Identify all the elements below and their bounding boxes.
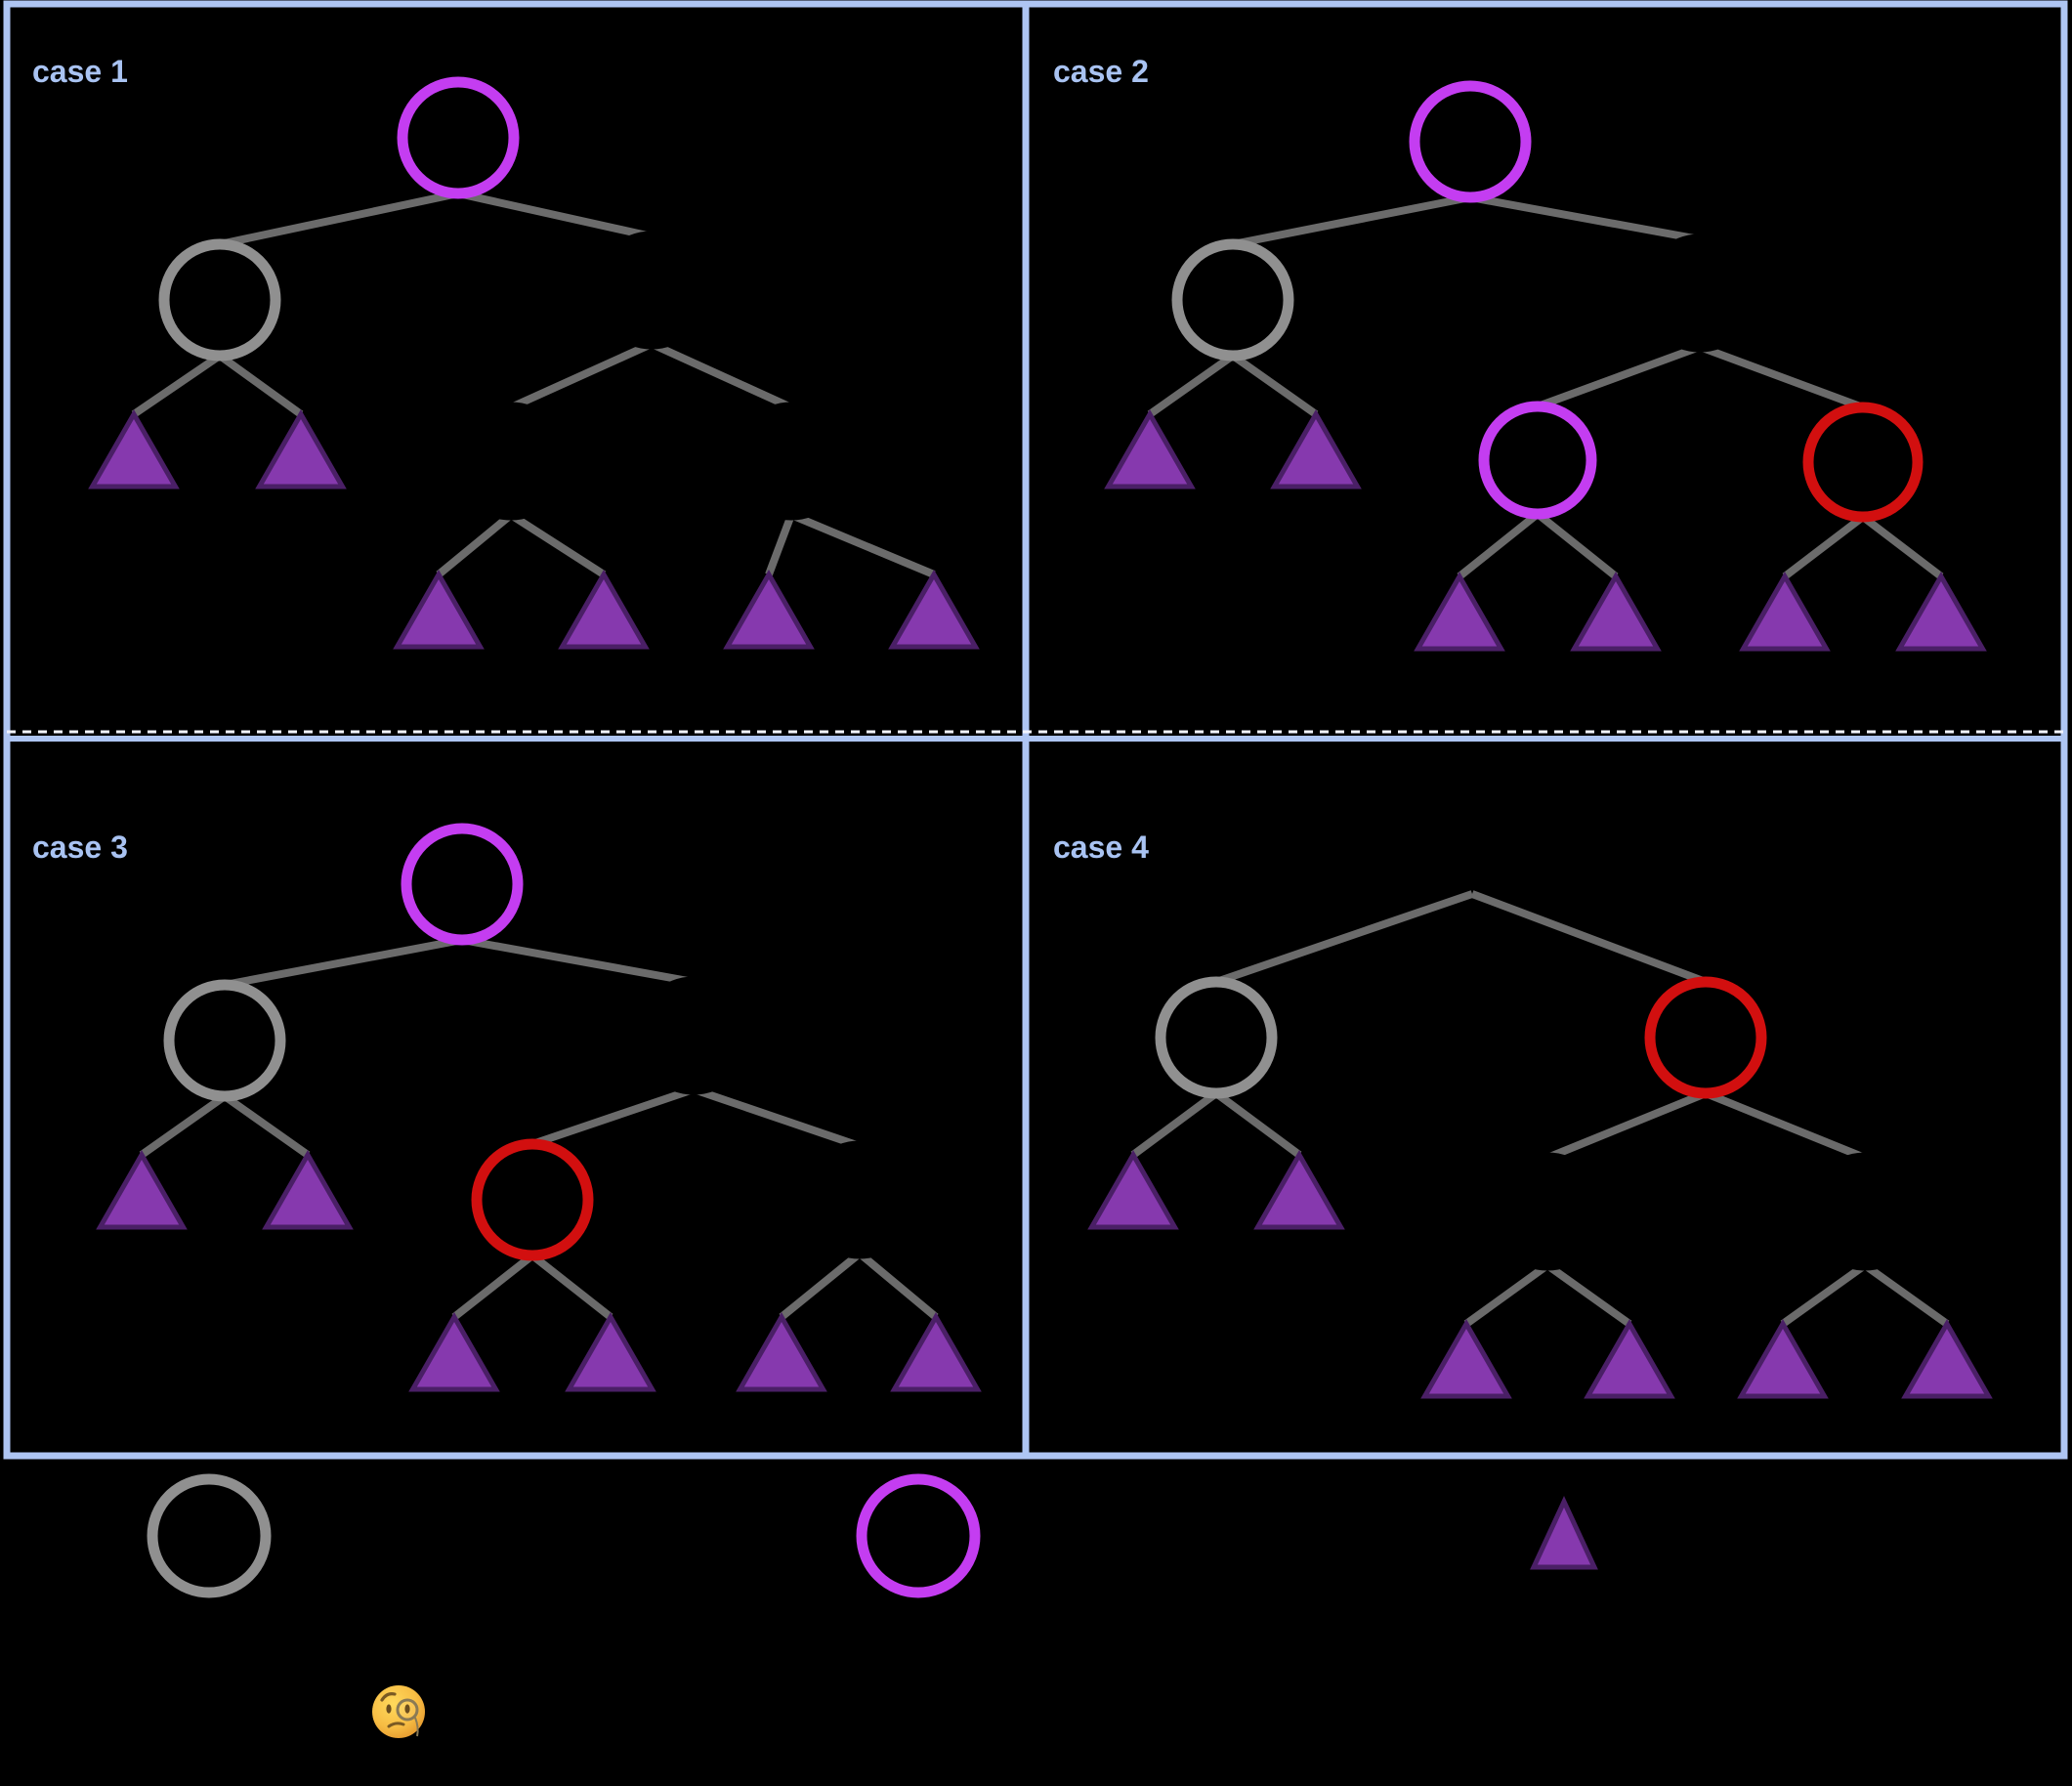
case-4-edge-red-child-hidden-right — [1704, 1089, 1867, 1162]
case-2-edge-hidden-right-violet-child — [1536, 343, 1702, 410]
case-3-edge-root-sibling — [224, 936, 463, 989]
case-3-edge-red-child-t3 — [451, 1252, 535, 1321]
case-2-node-red-child — [1802, 402, 1924, 523]
case-4-node-red-child — [1644, 976, 1767, 1099]
case-4-edge-hidden-left-t4 — [1544, 1261, 1632, 1328]
case-1-edge-hidden-left-child-t4 — [508, 511, 607, 578]
case-1-edge-sibling-t1 — [131, 352, 223, 418]
case-1-edge-hidden-left-child-t3 — [436, 511, 514, 578]
case-2-edge-red-child-t6 — [1860, 513, 1944, 580]
case-1-node-hidden-right-child — [732, 402, 851, 521]
case-1-node-root — [397, 76, 520, 199]
case-3-edge-root-hidden-right — [461, 936, 695, 986]
case-2-edge-sibling-t2 — [1230, 352, 1319, 418]
case-2-subtree-t5 — [1739, 571, 1831, 652]
case-1-label: case 1 — [32, 54, 128, 89]
case-2-panel: case 2 — [1053, 54, 1944, 580]
case-1-node-hidden-left-child — [451, 402, 571, 521]
case-4-edge-sibling-t1 — [1130, 1089, 1219, 1159]
case-2-label: case 2 — [1053, 54, 1149, 89]
case-3-edge-hidden-grandchild-t6 — [857, 1250, 939, 1321]
case-2-edge-violet-child-t3 — [1457, 510, 1541, 580]
case-4-node-sibling — [1155, 976, 1278, 1099]
case-3-edge-hidden-right-red-child — [530, 1085, 696, 1148]
case-1-subtree-t2 — [255, 408, 347, 489]
case-4-subtree-t6 — [1901, 1318, 1993, 1399]
legend-gray-circle — [147, 1473, 272, 1598]
case-4-edge-root-sibling — [1214, 890, 1474, 986]
case-1-edge-hidden-right-child-t5 — [765, 513, 795, 576]
case-2-subtree-t4 — [1570, 571, 1662, 652]
case-4-edge-hidden-right-t5 — [1780, 1261, 1868, 1328]
case-3-edge-sibling-t1 — [139, 1092, 228, 1159]
case-2-subtree-t6 — [1895, 571, 1987, 652]
case-3-label: case 3 — [32, 829, 128, 865]
case-4-panel: case 4 — [1053, 829, 1950, 1328]
case-2-edge-sibling-t1 — [1147, 352, 1236, 418]
case-2-subtree-t1 — [1104, 408, 1196, 489]
case-3-edge-sibling-t2 — [222, 1092, 311, 1159]
case-1-edge-root-hidden-right — [457, 190, 653, 240]
case-3-node-red-child — [471, 1138, 594, 1261]
case-3-node-sibling — [163, 979, 286, 1102]
case-1-node-sibling — [158, 238, 281, 361]
case-4-subtree-t3 — [1420, 1318, 1512, 1399]
case-1-subtree-t3 — [393, 569, 485, 650]
case-1-subtree-t1 — [88, 408, 180, 489]
case-1-subtree-t6 — [888, 569, 980, 650]
case-3-panel: case 3 — [32, 829, 939, 1321]
case-3-node-hidden-grandchild — [800, 1140, 919, 1259]
case-1-panel: case 1 — [32, 54, 936, 578]
case-2-node-hidden-right — [1640, 234, 1759, 353]
case-3-node-hidden-right — [634, 976, 753, 1095]
case-4-subtree-t2 — [1253, 1149, 1345, 1230]
case-3-edge-red-child-t4 — [529, 1252, 613, 1321]
case-1-subtree-t4 — [558, 569, 650, 650]
case-1-edge-hidden-right-hidden-left-child — [509, 340, 654, 411]
case-2-edge-root-sibling — [1232, 193, 1471, 248]
case-2-edge-red-child-t5 — [1782, 513, 1866, 580]
monocle-face-emoji — [372, 1685, 425, 1738]
legend-purple-triangle — [1530, 1496, 1598, 1570]
case-1-edge-hidden-right-child-t6 — [789, 511, 936, 578]
case-3-edge-hidden-right-hidden-grandchild — [692, 1085, 862, 1150]
case-3-subtree-t6 — [890, 1311, 982, 1392]
case-2-subtree-t3 — [1414, 571, 1505, 652]
case-1-edge-sibling-t2 — [217, 352, 304, 418]
case-2-node-violet-child — [1478, 401, 1597, 520]
case-1-edge-root-sibling — [219, 190, 459, 248]
case-1-edge-hidden-right-hidden-right-child — [650, 340, 793, 411]
case-3-node-root — [401, 823, 524, 946]
case-3-subtree-t5 — [736, 1311, 827, 1392]
case-2-edge-hidden-right-red-child — [1698, 343, 1865, 411]
case-3-edge-hidden-grandchild-t5 — [779, 1250, 863, 1321]
case-4-edge-sibling-t2 — [1213, 1089, 1302, 1159]
case-1-node-hidden-right — [592, 231, 711, 350]
case-4-edge-hidden-left-t3 — [1463, 1261, 1550, 1328]
case-2-edge-violet-child-t4 — [1535, 510, 1619, 580]
case-4-node-hidden-right — [1805, 1152, 1924, 1271]
panel-border — [3, 0, 2068, 1460]
case-4-node-hidden-left — [1488, 1152, 1607, 1271]
case-3-subtree-t3 — [408, 1311, 500, 1392]
case-1-subtree-t5 — [723, 569, 815, 650]
case-4-edge-hidden-right-t6 — [1862, 1261, 1950, 1328]
case-4-edge-root-red-child — [1470, 890, 1708, 986]
case-4-subtree-t4 — [1584, 1318, 1675, 1399]
case-4-edge-red-child-hidden-left — [1545, 1089, 1708, 1162]
case-4-subtree-t5 — [1737, 1318, 1829, 1399]
case-3-subtree-t2 — [262, 1149, 354, 1230]
case-2-node-root — [1409, 80, 1532, 203]
case-3-subtree-t1 — [96, 1149, 188, 1230]
case-2-node-sibling — [1171, 238, 1294, 361]
legend-violet-circle — [856, 1473, 981, 1598]
case-2-edge-root-hidden-right — [1469, 193, 1701, 243]
case-2-subtree-t2 — [1270, 408, 1362, 489]
case-4-label: case 4 — [1053, 829, 1149, 865]
case-4-subtree-t1 — [1087, 1149, 1179, 1230]
case-3-subtree-t4 — [565, 1311, 656, 1392]
